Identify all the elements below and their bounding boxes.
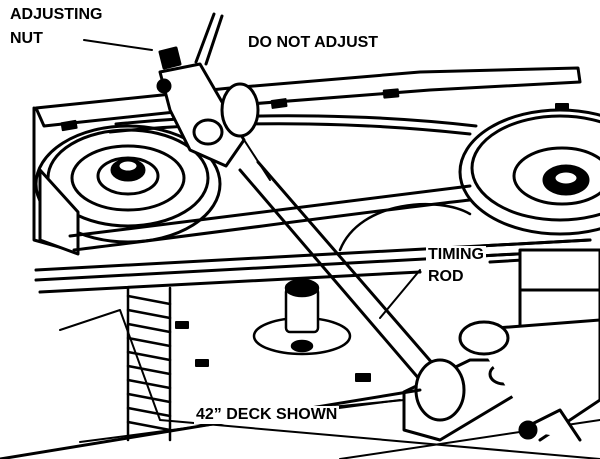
timing-rod-label-line1: TIMING bbox=[426, 246, 486, 264]
pulley-guard bbox=[38, 168, 80, 256]
adjusting-rods bbox=[158, 12, 224, 70]
threaded-stud bbox=[126, 286, 172, 442]
timing-rod-leader bbox=[379, 269, 421, 319]
adjusting-nut-label-line2: NUT bbox=[8, 30, 45, 48]
left-pulley bbox=[34, 124, 222, 244]
idler-bracket bbox=[156, 62, 260, 168]
adjusting-nut-leader bbox=[83, 39, 153, 51]
timing-rod-label-line2: ROD bbox=[426, 268, 466, 286]
deck-shown-label: 42” DECK SHOWN bbox=[194, 406, 340, 424]
spindle-housing bbox=[518, 248, 600, 332]
front-link bbox=[402, 318, 600, 442]
right-pulley bbox=[458, 108, 600, 236]
adjusting-nut-label-line1: ADJUSTING bbox=[8, 6, 105, 24]
do-not-adjust-label: DO NOT ADJUST bbox=[246, 34, 381, 52]
center-nut bbox=[252, 278, 352, 356]
